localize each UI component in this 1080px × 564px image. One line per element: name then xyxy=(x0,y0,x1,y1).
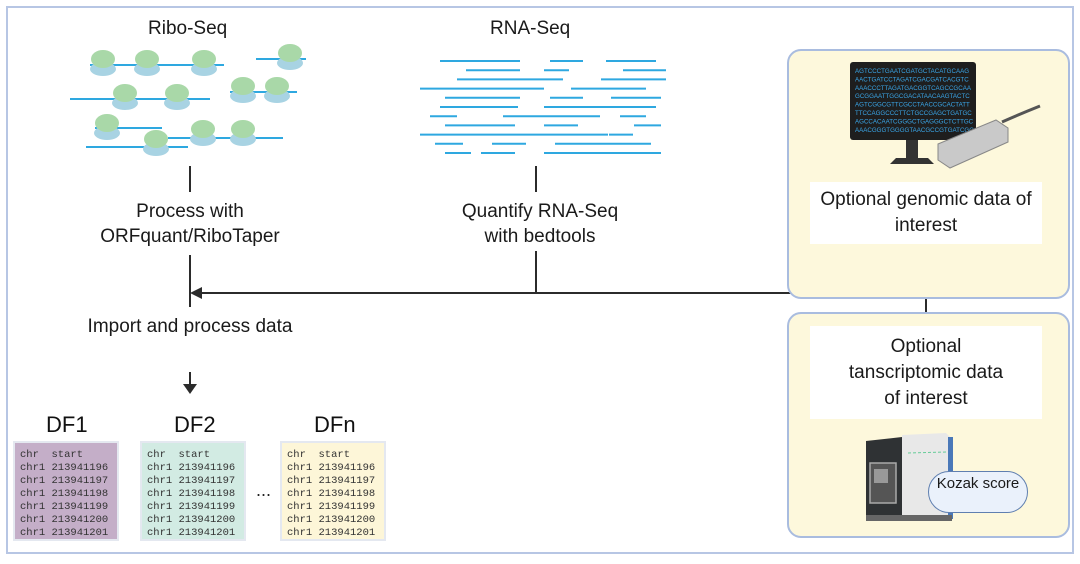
rna-connector-top xyxy=(535,166,537,192)
table-row: chr1 213941201 xyxy=(287,527,376,539)
monitor-base xyxy=(890,158,934,164)
table-row: chr1 213941198 xyxy=(287,488,376,500)
ribosome-icon xyxy=(143,130,169,156)
sequence-text: GCGGAATTGGCGACATAACAAGTACTC xyxy=(855,93,970,100)
table-row: chr1 213941198 xyxy=(147,488,236,500)
table-row: chr1 213941199 xyxy=(287,501,376,513)
ribosome-icon xyxy=(112,84,138,110)
monitor-screen xyxy=(850,62,976,140)
sequence-text: AAACGGGTGGGGTAACGCCGTGATCGC xyxy=(855,127,974,134)
sequence-text: AAACCCTTAGATGACGGTCAGCCGCAA xyxy=(855,85,972,92)
table-row: chr1 213941197 xyxy=(147,475,236,487)
dfn-title: DFn xyxy=(314,412,356,437)
ribosome-icon xyxy=(230,77,256,103)
rna-connector-bottom xyxy=(535,251,537,293)
ribo-seq-title: Ribo-Seq xyxy=(148,18,228,39)
table-header: chr start xyxy=(147,449,211,461)
table-row: chr1 213941199 xyxy=(20,501,109,513)
genomic-data-label: Optional genomic data of interest xyxy=(810,182,1042,244)
table-row: chr1 213941196 xyxy=(20,462,109,474)
table-row: chr1 213941196 xyxy=(287,462,376,474)
diagram-frame xyxy=(6,6,1074,554)
ribosome-icon xyxy=(90,50,116,76)
table-row: chr1 213941200 xyxy=(20,514,109,526)
sequencer-cable xyxy=(1001,104,1041,124)
table-row: chr1 213941196 xyxy=(147,462,236,474)
sequence-text: TTCCAGGCCCTTCTGCCGAGCTGATGC xyxy=(855,110,972,117)
ribo-process-label: Process with ORFquant/RiboTaper xyxy=(100,201,280,247)
ribosome-reads-illustration xyxy=(70,44,306,156)
table-row: chr1 213941197 xyxy=(20,475,109,487)
ribosome-icon xyxy=(94,114,120,140)
merge-connector xyxy=(196,292,926,294)
sequence-text: AACTGATCCTAGATCGACGATCACGTC xyxy=(855,76,969,83)
table-header: chr start xyxy=(287,449,351,461)
ellipsis: ... xyxy=(256,480,272,500)
ribosome-icon xyxy=(230,120,256,146)
monitor-stand xyxy=(906,140,918,158)
df2-title: DF2 xyxy=(174,412,216,437)
table-row: chr1 213941197 xyxy=(287,475,376,487)
down-arrow-shaft xyxy=(189,372,191,386)
table-row: chr1 213941198 xyxy=(20,488,109,500)
ribosome-icon xyxy=(191,50,217,76)
rna-quantify-label: Quantify RNA-Seq with bedtools xyxy=(461,201,619,247)
ribo-connector-top xyxy=(189,166,191,192)
kozak-score-badge: Kozak score xyxy=(928,471,1028,513)
table-row: chr1 213941200 xyxy=(147,514,236,526)
table-row: chr1 213941201 xyxy=(147,527,236,539)
import-process-label: Import and process data xyxy=(87,316,293,337)
rna-seq-title: RNA-Seq xyxy=(490,18,571,39)
transcriptomic-data-label: Optional tanscriptomic data of interest xyxy=(810,326,1042,419)
arrow-left-icon xyxy=(190,287,202,299)
sequence-text: AGTCGGCGTTCGCCTAACCGCACTATT xyxy=(855,102,970,109)
df1-title: DF1 xyxy=(46,412,88,437)
table-row: chr1 213941201 xyxy=(20,527,109,539)
table-header: chr start xyxy=(20,449,84,461)
ribosome-icon xyxy=(277,44,303,70)
ribosome-icon xyxy=(190,120,216,146)
sequence-text: AGTCCCTGAATCGATGCTACATGCAAG xyxy=(855,68,969,75)
rna-reads-illustration xyxy=(420,60,666,154)
ribosome-icon xyxy=(134,50,160,76)
arrow-down-icon xyxy=(183,384,197,394)
table-row: chr1 213941199 xyxy=(147,501,236,513)
sequencer-device xyxy=(937,119,1009,169)
computer-sequencer-icon: AGTCCCTGAATCGATGCTACATGCAAGAACTGATCCTAGA… xyxy=(850,62,1041,169)
sequence-text: AGCCACAATCGGGCTGAGGGCTCTTGC xyxy=(855,118,974,125)
ribo-connector-bottom xyxy=(189,255,191,307)
table-row: chr1 213941200 xyxy=(287,514,376,526)
ribosome-icon xyxy=(164,84,190,110)
ribosome-icon xyxy=(264,77,290,103)
